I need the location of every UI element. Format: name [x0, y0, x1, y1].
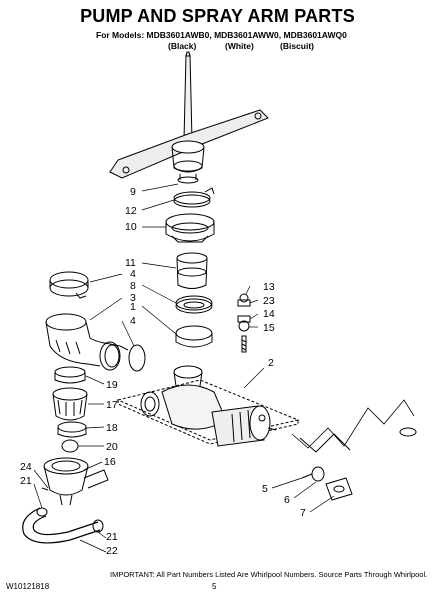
fasteners-13-23-14-15 — [237, 293, 251, 353]
seal-1 — [175, 325, 213, 348]
manifold-10 — [165, 213, 215, 243]
callout-12: 12 — [125, 205, 137, 217]
callout-22: 22 — [106, 545, 118, 557]
clamp-4-lower — [119, 344, 146, 372]
callout-6: 6 — [284, 494, 290, 506]
page-number: 5 — [212, 582, 217, 591]
callout-1: 1 — [130, 301, 136, 313]
callout-4-lower: 4 — [130, 315, 136, 327]
filter-19 — [54, 366, 86, 384]
pump-assembly-2 — [116, 365, 300, 447]
leader-lines — [33, 183, 335, 553]
clamp-12 — [173, 187, 215, 208]
callout-17: 17 — [106, 399, 118, 411]
strainer-17 — [52, 387, 88, 421]
seal-11 — [176, 252, 208, 289]
callout-16: 16 — [104, 456, 116, 468]
callout-24: 24 — [20, 461, 32, 473]
spray-arm — [109, 51, 269, 184]
callout-10: 10 — [125, 221, 137, 233]
document-code: W10121818 — [6, 582, 50, 591]
callout-21-right: 21 — [106, 531, 118, 543]
footer-note: IMPORTANT: All Part Numbers Listed Are W… — [110, 570, 428, 579]
callout-13: 13 — [263, 281, 275, 293]
hose-3 — [45, 313, 121, 371]
callout-20: 20 — [106, 441, 118, 453]
models-line: For Models: MDB3601AWB0, MDB3601AWW0, MD… — [96, 30, 347, 40]
callout-19: 19 — [106, 379, 118, 391]
callout-labels: 9 12 10 11 4 8 3 1 4 13 23 14 15 2 19 17… — [20, 186, 306, 557]
ball-20 — [61, 439, 79, 453]
variant-white: (White) — [225, 41, 254, 51]
variant-biscuit: (Biscuit) — [280, 41, 314, 51]
sump-16 — [41, 457, 109, 506]
callout-11: 11 — [125, 257, 136, 269]
callout-15: 15 — [263, 322, 275, 334]
gasket-18 — [57, 421, 87, 438]
callout-7: 7 — [300, 507, 306, 519]
callout-9: 9 — [130, 186, 136, 198]
callout-18: 18 — [106, 422, 118, 434]
ring-8 — [175, 295, 213, 314]
callout-3: 3 — [130, 292, 136, 304]
page-title: PUMP AND SPRAY ARM PARTS — [80, 6, 355, 26]
bracket-right — [291, 399, 417, 501]
variant-black: (Black) — [168, 41, 197, 51]
callout-2: 2 — [268, 357, 274, 369]
clamp-4-upper — [49, 271, 89, 299]
callout-4-upper: 4 — [130, 268, 136, 280]
callout-5: 5 — [262, 483, 268, 495]
callout-21-left: 21 — [20, 475, 32, 487]
callout-23: 23 — [263, 295, 275, 307]
callout-14: 14 — [263, 308, 275, 320]
callout-8: 8 — [130, 280, 136, 292]
drain-hose-22 — [22, 507, 104, 544]
